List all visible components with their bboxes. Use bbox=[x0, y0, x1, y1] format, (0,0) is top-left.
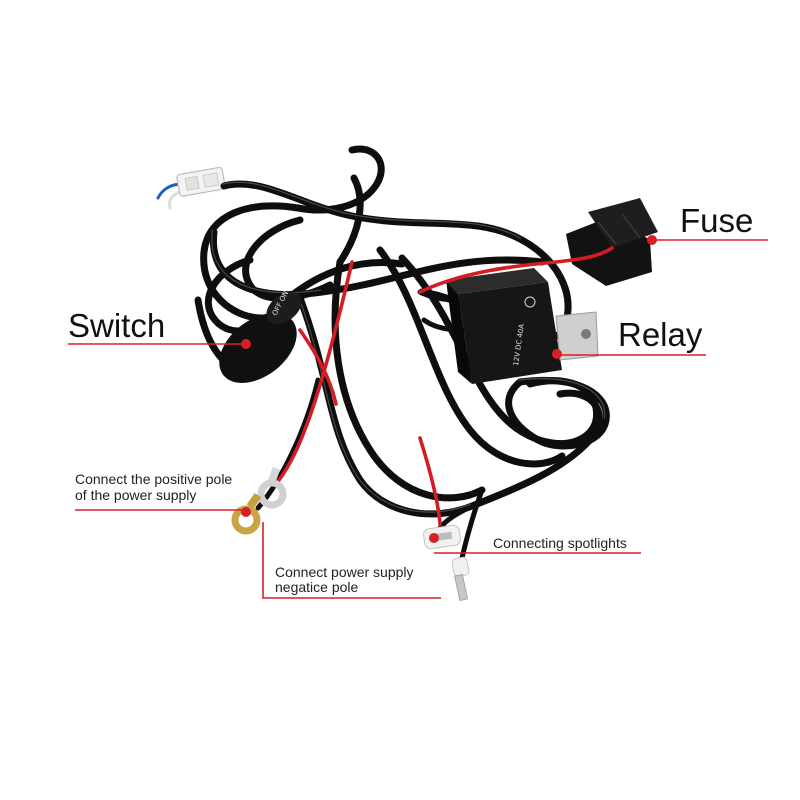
plug-housing bbox=[176, 166, 226, 197]
black-wire-to-gold-ring bbox=[255, 377, 321, 511]
black-wire bbox=[282, 259, 406, 304]
fuse-cap-groove bbox=[621, 213, 641, 239]
lower-spade-sleeve bbox=[451, 556, 470, 578]
switch-body bbox=[219, 313, 297, 383]
plug-latch bbox=[184, 175, 200, 191]
black-wire bbox=[331, 258, 486, 502]
black-wire bbox=[242, 216, 334, 302]
wire-highlight bbox=[517, 377, 606, 419]
black-wire bbox=[376, 246, 566, 468]
black-wire bbox=[220, 180, 572, 326]
red-wire-switch bbox=[298, 328, 338, 406]
switch-label: Switch bbox=[68, 307, 165, 344]
fuse-holder bbox=[566, 198, 658, 286]
callout-dot bbox=[647, 235, 657, 245]
spotlights-label: Connecting spotlights bbox=[493, 535, 627, 551]
negative-pole-label-line1: Connect power supply bbox=[275, 564, 414, 580]
callout-positive-pole: Connect the positive pole of the power s… bbox=[75, 471, 251, 517]
callout-line bbox=[262, 522, 441, 599]
black-wire-to-upper-spade bbox=[437, 503, 475, 531]
relay-side-face bbox=[446, 280, 472, 384]
gold-terminal-barrel bbox=[246, 492, 262, 510]
fuse-cap-groove bbox=[597, 221, 617, 245]
callout-dot bbox=[241, 339, 251, 349]
callout-negative-pole: Connect power supply negatice pole bbox=[262, 522, 441, 599]
wire-highlight bbox=[211, 229, 321, 294]
relay-label: Relay bbox=[618, 316, 703, 353]
silver-terminal-barrel bbox=[267, 467, 281, 483]
callout-dot bbox=[429, 533, 439, 543]
ring-terminals bbox=[231, 467, 287, 535]
callout-dot bbox=[241, 507, 251, 517]
callout-relay: Relay bbox=[552, 316, 706, 359]
callout-dot bbox=[552, 349, 562, 359]
plug-socket bbox=[202, 172, 220, 188]
plug-connector bbox=[156, 166, 226, 210]
red-wire-spotlight bbox=[418, 436, 442, 526]
switch-rocker bbox=[266, 291, 302, 325]
positive-pole-label-line2: of the power supply bbox=[75, 487, 196, 503]
red-wire-fuse bbox=[418, 246, 614, 294]
relay-front-face bbox=[458, 282, 562, 384]
negative-pole-label-line2: negatice pole bbox=[275, 579, 359, 595]
black-wire bbox=[505, 376, 610, 450]
relay: 12V DC 40A bbox=[417, 268, 599, 384]
relay-mounting-bracket bbox=[555, 311, 599, 361]
relay-top-face bbox=[446, 268, 548, 294]
callout-fuse: Fuse bbox=[647, 202, 768, 245]
relay-logo bbox=[524, 296, 536, 308]
black-wire bbox=[296, 294, 603, 518]
fuse-label: Fuse bbox=[680, 202, 753, 239]
bracket-hole bbox=[581, 329, 591, 339]
wire-highlight bbox=[221, 181, 521, 239]
callout-spotlights: Connecting spotlights bbox=[429, 533, 641, 554]
fuse-holder-cap bbox=[588, 198, 658, 248]
black-wire-to-lower-spade bbox=[459, 487, 485, 561]
black-wire bbox=[336, 174, 364, 266]
red-wire-positive bbox=[274, 260, 354, 486]
lower-spade-blade bbox=[454, 573, 469, 602]
ring-terminal-silver bbox=[257, 479, 287, 509]
positive-pole-label-line1: Connect the positive pole bbox=[75, 471, 232, 487]
red-wires bbox=[274, 246, 614, 526]
callout-switch: Switch bbox=[68, 307, 251, 349]
